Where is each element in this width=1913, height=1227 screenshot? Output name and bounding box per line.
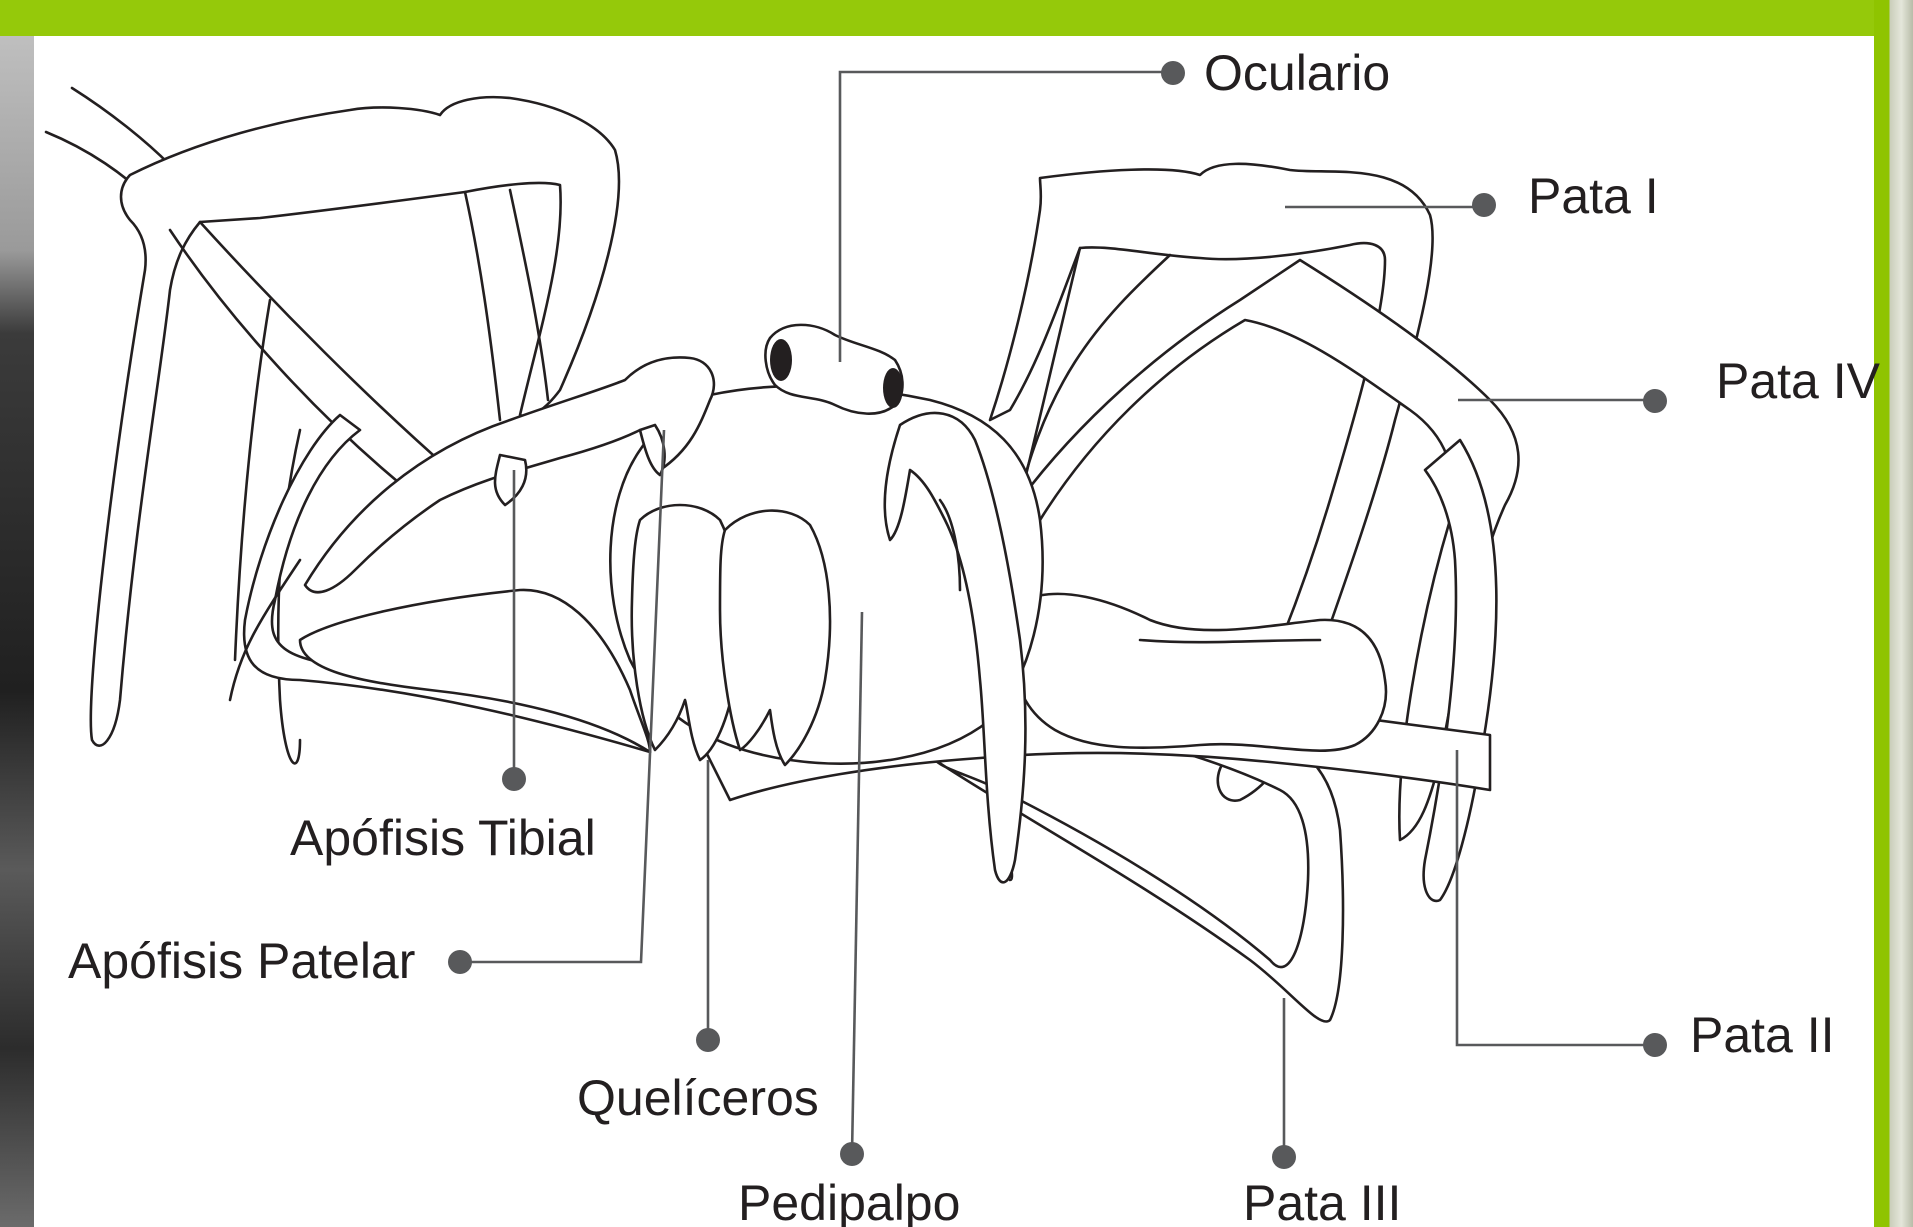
dot-ocular: [1161, 61, 1185, 85]
dot-pedipalpo: [840, 1142, 864, 1166]
dot-pata-i: [1472, 193, 1496, 217]
dot-queliceros: [696, 1028, 720, 1052]
left-eye: [770, 339, 792, 381]
right-eye: [883, 368, 903, 408]
label-ocular: Oculario: [1204, 45, 1390, 101]
label-pata-i: Pata I: [1528, 168, 1659, 224]
label-pata-iii: Pata III: [1243, 1175, 1401, 1227]
label-pata-ii: Pata II: [1690, 1007, 1835, 1063]
label-pedipalpo: Pedipalpo: [738, 1175, 960, 1227]
dot-pata-iii: [1272, 1145, 1296, 1169]
label-apofisis-tibial: Apófisis Tibial: [290, 810, 596, 866]
label-queliceros: Quelíceros: [577, 1070, 819, 1126]
dot-pata-ii: [1643, 1033, 1667, 1057]
dot-pata-iv: [1643, 389, 1667, 413]
label-pata-iv: Pata IV: [1716, 353, 1881, 409]
leader-pata-ii: [1457, 750, 1655, 1045]
dot-apofisis-tibial: [502, 767, 526, 791]
dot-apofisis-patelar: [448, 950, 472, 974]
label-apofisis-patelar: Apófisis Patelar: [68, 933, 415, 989]
